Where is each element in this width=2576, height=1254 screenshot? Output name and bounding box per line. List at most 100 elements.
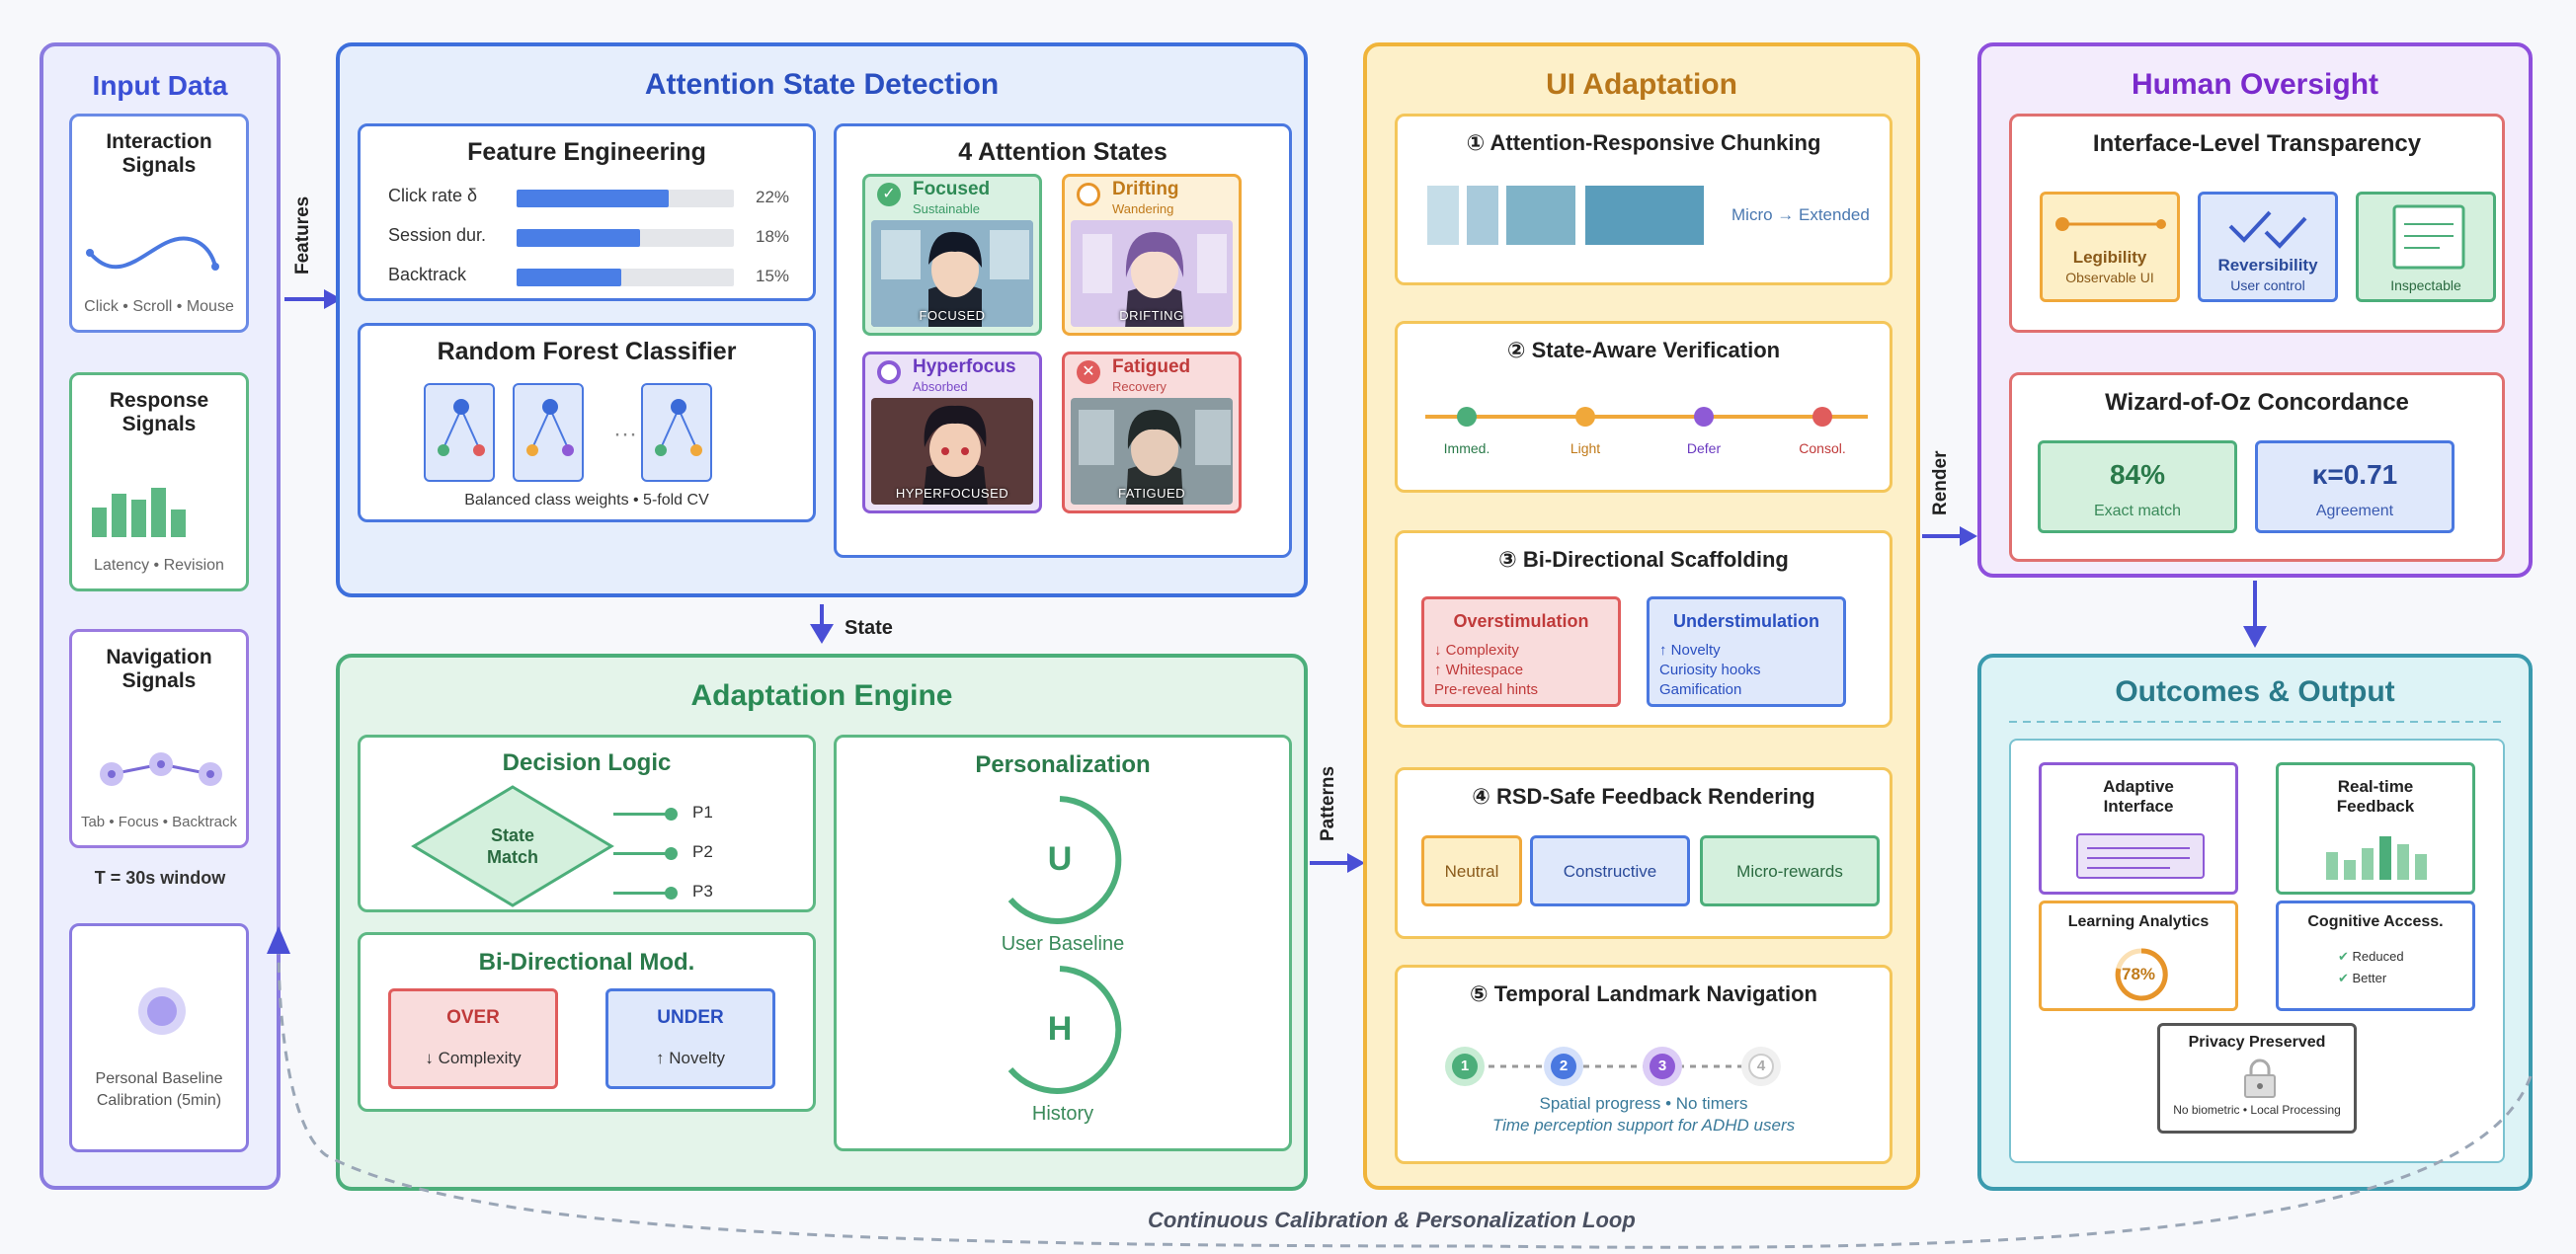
state-fatigued: ✕ Fatigued Recovery FATIGUED: [1062, 352, 1242, 513]
reversibility-title: Reversibility: [2217, 256, 2318, 274]
ui-adaptation-panel: UI Adaptation ① Attention-Responsive Chu…: [1363, 42, 1920, 1190]
kappa-box: κ=0.71 Agreement: [2255, 440, 2455, 533]
legibility-title: Legibility: [2072, 248, 2147, 267]
legibility-box: Legibility Observable UI: [2040, 192, 2180, 302]
temporal-step-number: 2: [1551, 1054, 1576, 1079]
double-check-icon: [2228, 210, 2307, 249]
attention-states-card: 4 Attention States ✓ Focused Sustainable…: [834, 123, 1292, 558]
outcomes-divider: [2009, 721, 2507, 723]
scaffolding-title: ③ Bi-Directional Scaffolding: [1498, 547, 1789, 572]
feature-engineering-title: Feature Engineering: [467, 138, 706, 166]
learning-analytics-value: 78%: [2121, 965, 2156, 983]
chunk-medium: [1506, 186, 1575, 245]
temporal-track: [1465, 1064, 1761, 1068]
adaptive-interface-box: Adaptive Interface: [2039, 762, 2238, 895]
features-arrow: [284, 289, 342, 309]
feature-value: 22%: [756, 188, 790, 206]
decision-output-line: [613, 852, 669, 855]
temporal-step-number: 1: [1452, 1054, 1478, 1079]
feature-label: Session dur.: [388, 225, 487, 245]
cognitive-access-title: Cognitive Access.: [2307, 913, 2444, 930]
response-caption: Latency • Revision: [94, 557, 224, 574]
verification-point-label: Consol.: [1799, 440, 1846, 456]
feedback-card: ④ RSD-Safe Feedback Rendering Neutral Co…: [1395, 767, 1892, 939]
render-arrow: [1922, 526, 1977, 546]
document-icon: [2392, 204, 2465, 270]
input-data-panel: Input Data Interaction Signals Click • S…: [40, 42, 281, 1190]
state-focused-name: Focused: [913, 179, 991, 199]
progress-ring-icon: [2115, 948, 2168, 1001]
adaptive-interface-title: Adaptive Interface: [2103, 777, 2174, 816]
temporal-note: Time perception support for ADHD users: [1491, 1116, 1796, 1135]
state-focused: ✓ Focused Sustainable FOCUSED: [862, 174, 1042, 336]
feature-value: 18%: [756, 227, 790, 246]
oversight-to-outcomes-arrow: [2243, 581, 2267, 648]
slider-icon: [2055, 217, 2166, 231]
exact-match-box: 84% Exact match: [2038, 440, 2237, 533]
feature-bar-fill: [517, 190, 669, 207]
overstimulation-title: Overstimulation: [1453, 611, 1589, 631]
decision-output-label: P2: [692, 842, 713, 861]
x-circle-icon: ✕: [1077, 360, 1100, 384]
bar-signal-icon: [92, 488, 186, 537]
cognitive-item-better: ✔ Better: [2338, 971, 2387, 985]
chunking-caption: Micro → Extended: [1731, 205, 1870, 224]
state-fatigued-name: Fatigued: [1112, 356, 1191, 377]
random-forest-card: Random Forest Classifier ··· Balanced cl…: [358, 323, 816, 522]
baseline-card: Personal Baseline Calibration (5min): [69, 923, 249, 1152]
state-arrow-label: State: [845, 617, 893, 639]
user-baseline-arc: [1007, 796, 1122, 924]
wave-icon: [86, 236, 219, 271]
chunk-extended: [1585, 186, 1704, 245]
decision-output-dot: [665, 847, 678, 860]
decision-output-line: [613, 813, 669, 816]
response-signals-card: Response Signals Latency • Revision: [69, 372, 249, 591]
exact-match-value: 84%: [2109, 459, 2166, 490]
navigation-caption: Tab • Focus • Backtrack: [80, 814, 238, 830]
chunk-micro: [1427, 186, 1459, 245]
feedback-title: ④ RSD-Safe Feedback Rendering: [1472, 784, 1815, 809]
anime-character-icon: [1071, 220, 1233, 327]
under-box: UNDER ↑ Novelty: [605, 988, 775, 1089]
interface-window-icon: [2076, 833, 2205, 879]
kappa-value: κ=0.71: [2311, 459, 2398, 490]
attention-states-title: 4 Attention States: [958, 138, 1167, 166]
tree-icon: [438, 399, 485, 456]
overstimulation-box: Overstimulation ↓ Complexity ↑ Whitespac…: [1421, 596, 1621, 707]
reversibility-box: Reversibility User control: [2198, 192, 2338, 302]
verification-point: [1694, 407, 1714, 427]
feedback-neutral: Neutral: [1421, 835, 1522, 906]
anime-character-icon: [1071, 398, 1233, 505]
bidirectional-mod-title: Bi-Directional Mod.: [478, 949, 695, 976]
anime-character-icon: [871, 398, 1033, 505]
decision-tree: [424, 383, 495, 482]
history-label: History: [1031, 1103, 1094, 1125]
lock-icon: [2244, 1058, 2276, 1098]
drift-icon: [1077, 183, 1100, 206]
state-drifting: Drifting Wandering DRIFTING: [1062, 174, 1242, 336]
over-title: OVER: [446, 1007, 500, 1028]
understimulation-list: ↑ Novelty Curiosity hooks Gamification: [1659, 642, 1761, 698]
state-hyperfocus-sub: Absorbed: [913, 379, 968, 394]
decision-output-label: P1: [692, 803, 713, 822]
decision-output-line: [613, 892, 669, 895]
random-forest-title: Random Forest Classifier: [437, 338, 737, 365]
kappa-label: Agreement: [2315, 503, 2394, 519]
time-window-label: T = 30s window: [94, 868, 226, 888]
calibration-loop-label: Continuous Calibration & Personalization…: [1148, 1208, 1636, 1232]
temporal-title: ⑤ Temporal Landmark Navigation: [1470, 981, 1817, 1006]
hyperfocus-label: HYPERFOCUSED: [895, 486, 1009, 501]
under-title: UNDER: [657, 1007, 724, 1028]
privacy-box: Privacy Preserved No biometric • Local P…: [2157, 1023, 2357, 1134]
feature-bar-fill: [517, 229, 641, 247]
patterns-arrow: [1310, 853, 1365, 873]
decision-output-dot: [665, 808, 678, 821]
cognitive-access-box: Cognitive Access. ✔ Reduced ✔ Better: [2276, 901, 2475, 1011]
anime-character-icon: [871, 220, 1033, 327]
scaffolding-card: ③ Bi-Directional Scaffolding Overstimula…: [1395, 530, 1892, 728]
verification-point: [1575, 407, 1595, 427]
over-box: OVER ↓ Complexity: [388, 988, 558, 1089]
decision-tree: [513, 383, 584, 482]
